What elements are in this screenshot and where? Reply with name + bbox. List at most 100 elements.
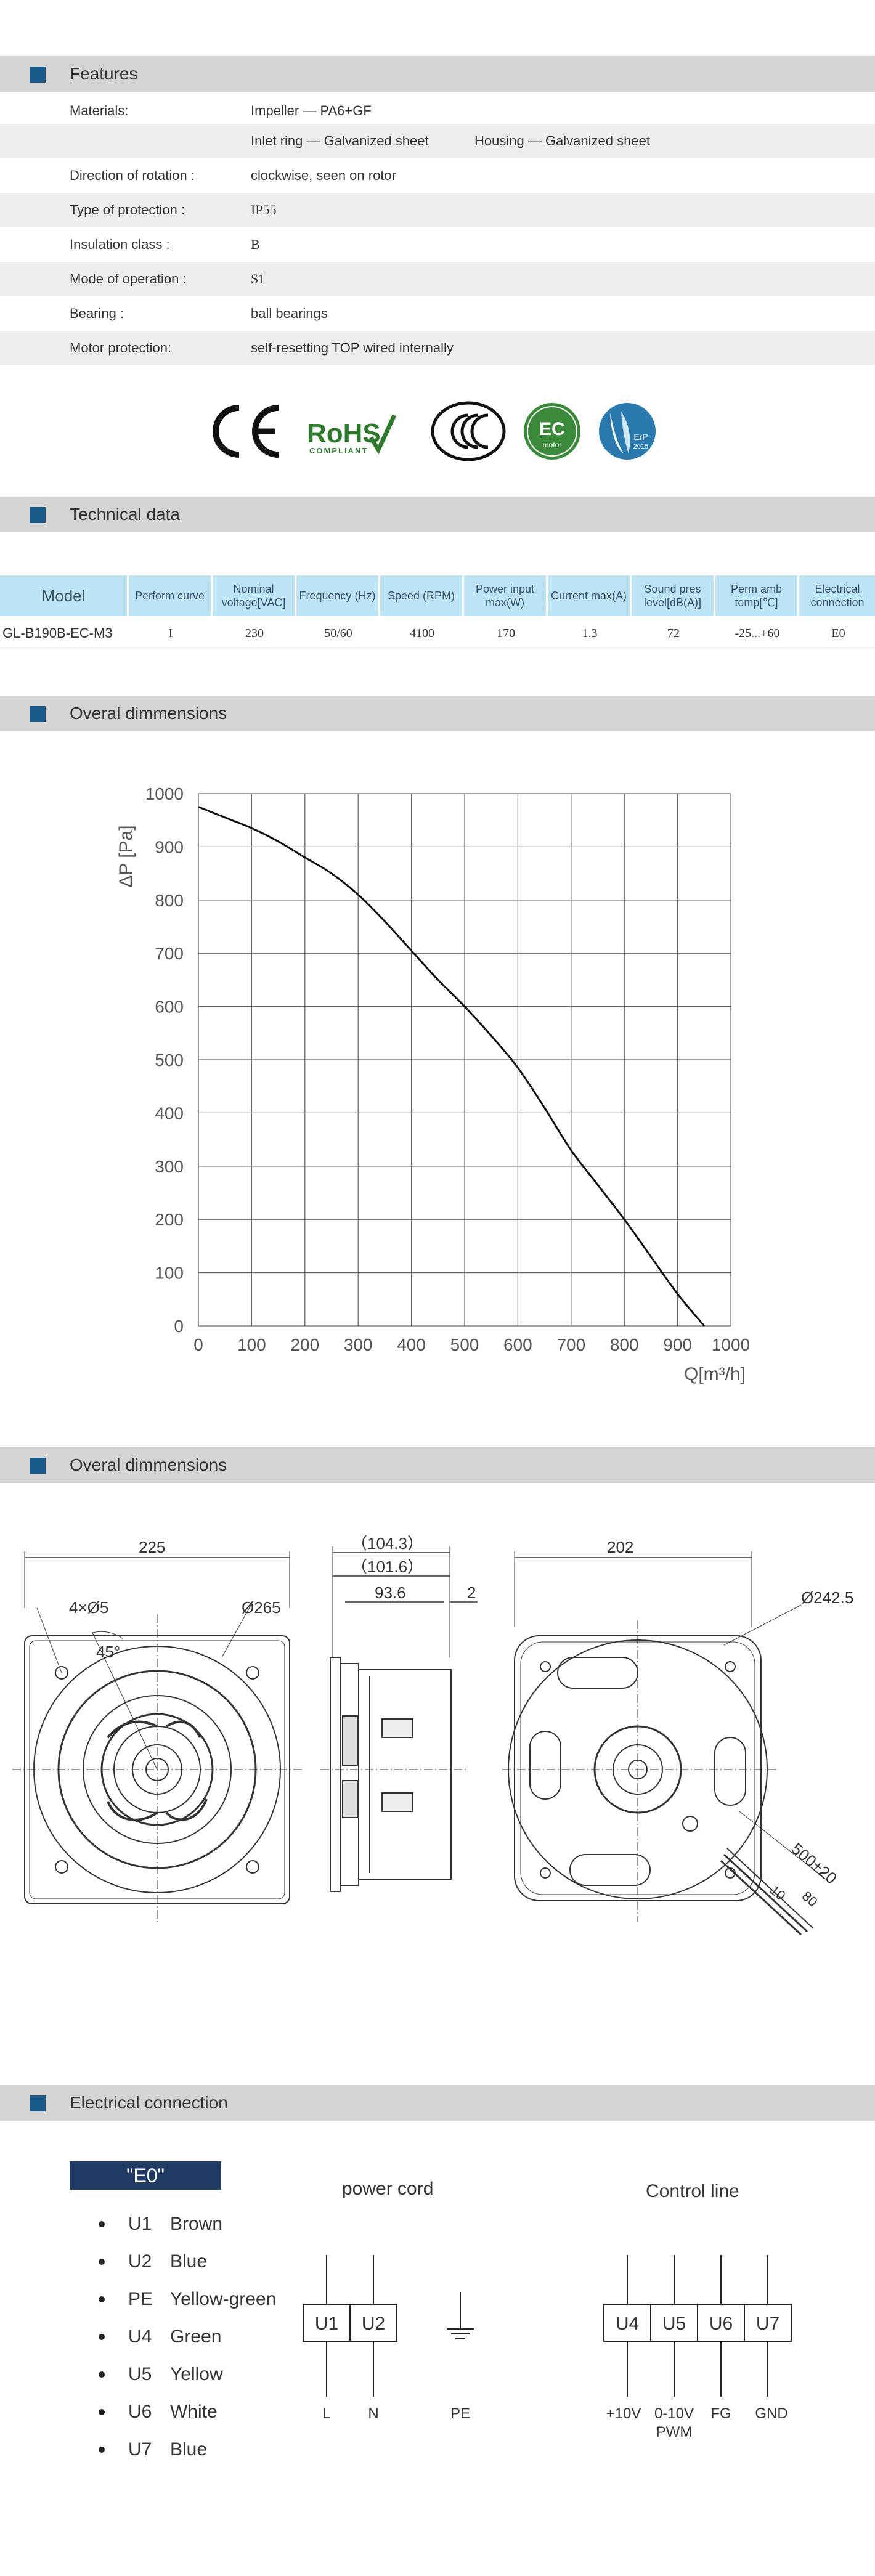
y-tick-label: 0 [174,1317,184,1336]
dims-header: Overal dimmensions [0,1447,875,1483]
section-square-icon [30,67,46,83]
x-tick-label: 0 [193,1335,203,1354]
feature-value: Impeller — PA6+GF [251,103,372,118]
column-header: Sound pres level[dB(A)] [632,575,715,616]
wire-end-label: FG [710,2405,731,2422]
back-view-drawing [502,1551,826,1936]
feature-value: self-resetting TOP wired internally [251,340,454,356]
y-tick-label: 400 [155,1103,184,1123]
y-tick-label: 100 [155,1264,184,1283]
dim-side-101: （101.6） [351,1558,423,1576]
side-view-drawing [320,1546,478,1892]
wiring-diagram: U1 U2 U4 U5 U6 U7 L N PE +10V 0-10V PWM … [303,2255,792,2440]
feature-value: Inlet ring — Galvanized sheet [251,133,429,148]
dim-10: 10 [767,1882,789,1904]
electrical-title: Electrical connection [70,2093,228,2112]
x-tick-label: 600 [503,1335,532,1354]
y-tick-label: 800 [155,891,184,910]
section-square-icon [30,1458,46,1474]
table-cell: E0 [799,621,875,646]
x-tick-label: 100 [237,1335,266,1354]
certification-logos: RoHS COMPLIANT EC motor ErP 2015 [213,401,656,461]
wire-end-label: PWM [656,2424,693,2440]
curve-header: Overal dimmensions [0,696,875,731]
terminal-label: U6 [709,2314,733,2334]
bullet-icon [99,2447,105,2453]
feature-label: Insulation class : [70,237,170,252]
y-tick-label: 1000 [145,784,184,803]
terminal-label: U4 [616,2314,639,2334]
feature-value: B [251,237,260,252]
feature-label: Mode of operation : [70,271,187,286]
table-cell: 4100 [380,621,464,646]
electrical-header: Electrical connection [0,2085,875,2121]
column-header: Perm amb temp[℃] [715,575,799,616]
ground-icon [447,2292,474,2339]
wire-code: PE [128,2289,153,2309]
feature-row: Motor protection: self-resetting TOP wir… [0,331,875,365]
x-tick-label: 300 [344,1335,373,1354]
svg-text:ErP: ErP [633,432,648,442]
dim-cable: 500±20 [788,1839,840,1888]
column-header: Current max(A) [548,575,632,616]
technical-table: Model Perform curve Nominal voltage[VAC]… [0,575,875,646]
wire-end-label: N [368,2405,378,2422]
wire-end-label: L [322,2405,330,2422]
y-tick-label: 700 [155,944,184,963]
table-cell: -25...+60 [715,621,799,646]
table-cell: 1.3 [548,621,632,646]
feature-row: Type of protection : IP55 [0,193,875,227]
wire-end-label: 0-10V [654,2405,694,2422]
column-header: Electrical connection [799,575,875,616]
feature-label: Bearing : [70,306,124,321]
dim-side-104: （104.3） [351,1534,423,1553]
dim-circle: Ø265 [242,1598,281,1617]
wire-end-label: PE [450,2405,470,2422]
dim-side-2: 2 [467,1583,476,1602]
x-tick-label: 400 [397,1335,426,1354]
dim-front-width: 225 [139,1538,165,1556]
wire-code: U2 [128,2251,152,2272]
feature-row: Direction of rotation : clockwise, seen … [0,158,875,193]
curve-title: Overal dimmensions [70,704,227,723]
svg-text:2015: 2015 [633,443,648,450]
technical-title: Technical data [70,505,181,524]
erp-2015-icon: ErP 2015 [599,403,656,460]
wire-code: U4 [128,2326,152,2347]
wire-color: White [170,2402,218,2422]
rohs-compliant-icon: RoHS COMPLIANT [307,414,397,455]
feature-value: S1 [251,271,266,286]
wire-code: U1 [128,2214,152,2234]
y-tick-label: 500 [155,1050,184,1070]
wire-color: Brown [170,2214,223,2234]
front-view-drawing [12,1551,302,1922]
column-header: Power input max(W) [464,575,548,616]
dim-80: 80 [799,1888,821,1910]
feature-row: Insulation class : B [0,227,875,262]
column-header: Speed (RPM) [380,575,464,616]
ce-mark-icon [213,405,279,458]
column-header: Model [0,575,129,616]
table-cell: 72 [632,621,715,646]
table-cell: GL-B190B-EC-M3 [0,621,129,646]
section-square-icon [30,2095,46,2111]
feature-label: Materials: [70,103,129,118]
section-square-icon [30,507,46,523]
feature-label: Motor protection: [70,340,172,356]
feature-label: Direction of rotation : [70,168,195,183]
feature-value: ball bearings [251,306,328,321]
control-line-title: Control line [646,2181,739,2201]
feature-value-2: Housing — Galvanized sheet [474,133,650,148]
y-tick-label: 200 [155,1210,184,1229]
feature-row: Materials: Impeller — PA6+GF [0,94,875,128]
svg-text:RoHS: RoHS [307,418,381,449]
x-tick-label: 800 [610,1335,639,1354]
terminal-label: U1 [315,2314,338,2334]
wire-end-label: GND [755,2405,788,2422]
ec-motor-icon: EC motor [524,403,580,460]
terminal-label: U2 [362,2314,385,2334]
bullet-icon [99,2334,105,2340]
bullet-icon [99,2221,105,2227]
dim-back-242: Ø242.5 [801,1588,853,1607]
